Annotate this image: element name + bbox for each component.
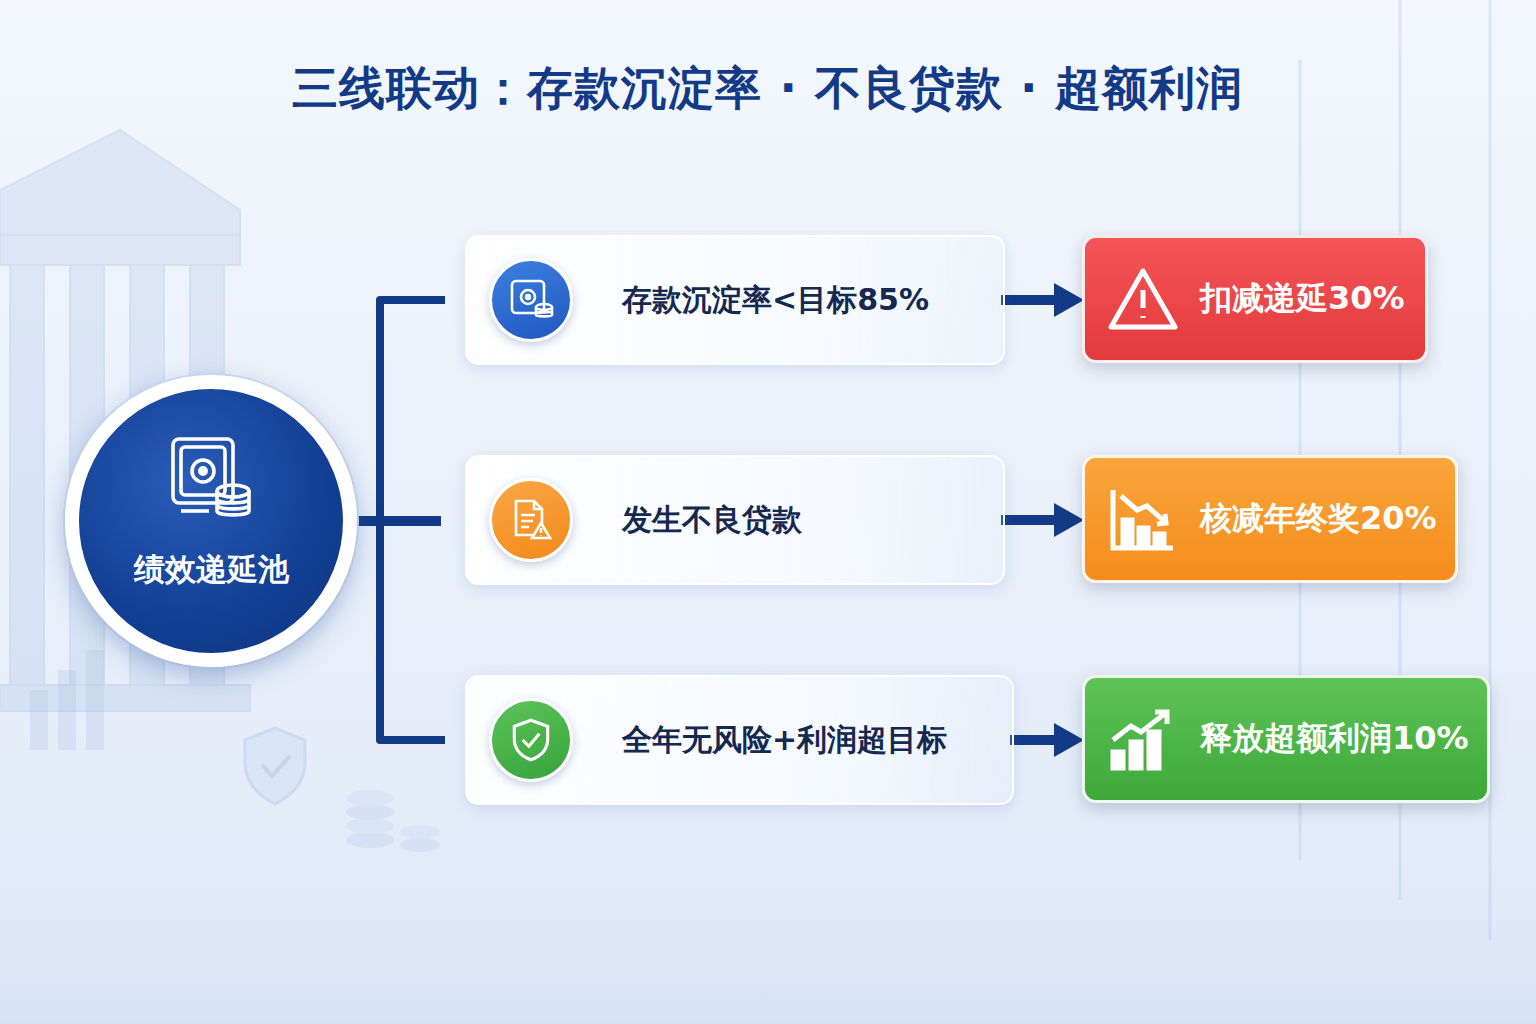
- icon-circle: [200, 468, 206, 474]
- icon-path: [1157, 514, 1166, 524]
- icon-circle: [192, 460, 214, 482]
- icon-circle: [521, 290, 535, 304]
- icon-rect: [1131, 742, 1141, 768]
- node-icon: [165, 433, 257, 529]
- faint-bar: [86, 650, 104, 750]
- icon-rect: [1155, 534, 1164, 544]
- node-icon: [489, 258, 573, 342]
- deferral-pool-circle: 绩效递延池: [65, 375, 357, 667]
- node-label: 全年无风险+利润超目标: [622, 720, 947, 761]
- icon-svg: [1109, 486, 1177, 552]
- icon-path: [532, 523, 550, 538]
- window-mullion: [1489, 0, 1492, 940]
- condition-box: 发生不良贷款: [465, 455, 1005, 585]
- icon-path: [1111, 271, 1175, 327]
- faint-coin: [346, 790, 394, 806]
- node-label: 绩效递延池: [134, 549, 289, 591]
- deduction-box: 核减年终奖20%: [1082, 455, 1458, 583]
- arrow-connector: [1001, 515, 1058, 525]
- icon-svg: [165, 433, 257, 525]
- condition-box: 全年无风险+利润超目标: [465, 675, 1014, 805]
- icon-svg: [1107, 706, 1177, 772]
- icon-path: [521, 515, 535, 527]
- node-icon: [489, 698, 573, 782]
- node-label: 存款沉淀率<目标85%: [622, 280, 929, 321]
- node-icon: [1107, 706, 1177, 776]
- icon-path: [536, 307, 552, 317]
- node-label: 核减年终奖20%: [1200, 497, 1437, 541]
- faint-bars: [30, 650, 104, 750]
- icon-circle: [526, 295, 530, 299]
- column: [10, 265, 44, 685]
- penalty-box: 扣减递延30%: [1082, 235, 1428, 363]
- node-icon: [489, 478, 573, 562]
- roof: [0, 130, 240, 235]
- faint-shield: [245, 728, 305, 804]
- faint-coin: [346, 818, 394, 834]
- icon-path: [1155, 712, 1167, 724]
- icon-svg: [1107, 266, 1179, 332]
- faint-coin: [400, 838, 440, 852]
- diagram-title: 三线联动：存款沉淀率 · 不良贷款 · 超额利润: [0, 58, 1536, 120]
- icon-path: [514, 720, 547, 760]
- faint-check: [262, 756, 290, 776]
- icon-rect: [1113, 752, 1123, 768]
- icon-ellipse: [536, 304, 552, 310]
- icon-path: [534, 501, 542, 509]
- release-box: 释放超额利润10%: [1082, 675, 1490, 803]
- icon-svg: [507, 716, 555, 764]
- icon-path: [1113, 490, 1173, 548]
- icon-rect: [1123, 520, 1132, 544]
- node-label: 扣减递延30%: [1200, 277, 1405, 321]
- faint-coin: [346, 804, 394, 820]
- condition-box: 存款沉淀率<目标85%: [465, 235, 1005, 365]
- faint-bar: [30, 690, 48, 750]
- icon-svg: [508, 497, 554, 543]
- faint-bar: [58, 670, 76, 750]
- node-icon: [1109, 486, 1177, 556]
- icon-path: [540, 528, 543, 536]
- icon-rect: [173, 439, 233, 503]
- faint-coin: [346, 832, 394, 848]
- faint-coin: [400, 825, 440, 839]
- bracket-connector: [355, 300, 445, 521]
- icon-path: [181, 509, 209, 513]
- icon-polyline: [523, 734, 540, 747]
- node-label: 发生不良贷款: [622, 500, 802, 541]
- node-icon: [1107, 266, 1179, 336]
- shield-and-coins: [245, 728, 440, 852]
- node-label: 释放超额利润10%: [1200, 717, 1469, 761]
- bracket-connector: [355, 521, 445, 740]
- icon-path: [217, 491, 249, 515]
- arrow-connector: [1001, 295, 1058, 305]
- icon-polyline: [1121, 496, 1165, 522]
- entablature: [0, 235, 240, 265]
- icon-polyline: [1113, 712, 1167, 740]
- icon-rect: [1139, 528, 1148, 544]
- icon-svg: [508, 277, 554, 323]
- icon-rect: [1149, 732, 1159, 768]
- icon-ellipse: [217, 485, 249, 497]
- arrow-connector: [1010, 735, 1058, 745]
- icon-path: [1141, 290, 1146, 318]
